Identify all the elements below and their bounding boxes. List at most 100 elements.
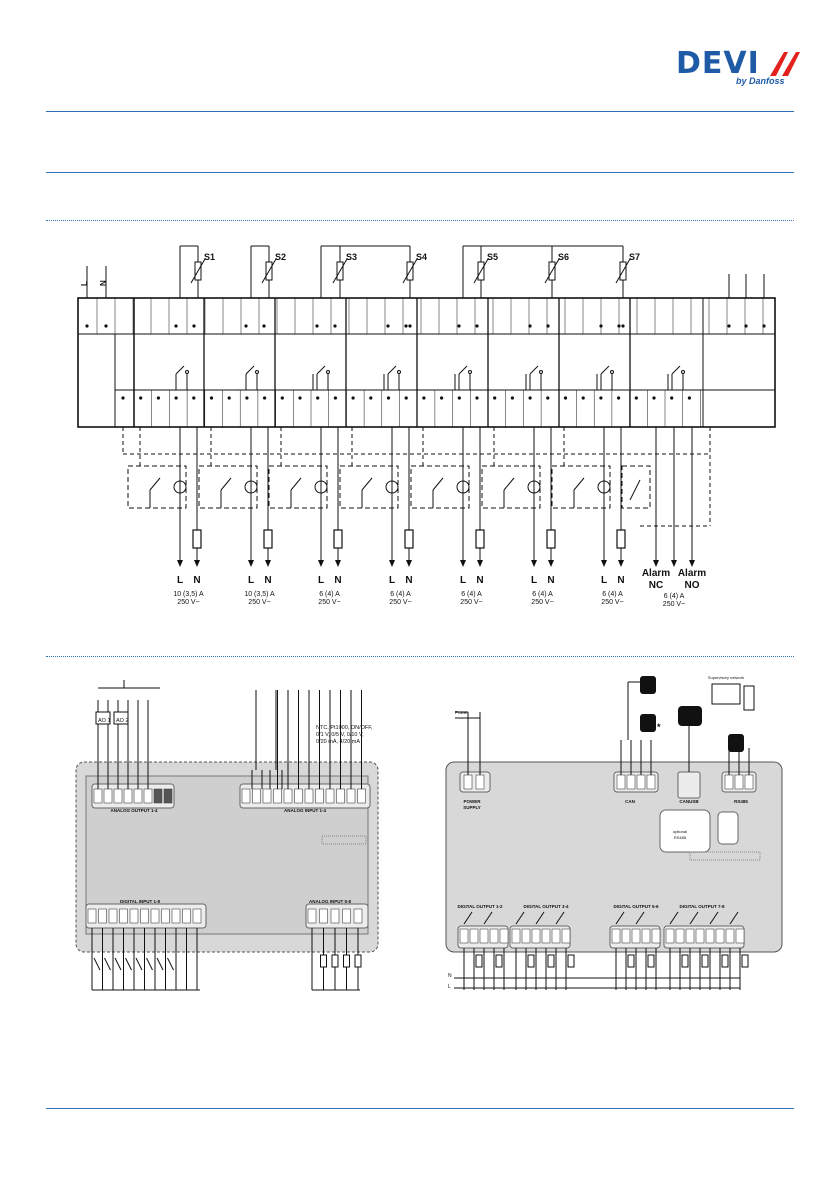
section-rule-2 xyxy=(46,656,794,657)
external-relay-4 xyxy=(339,465,399,509)
rs485-optional-label: RS485 xyxy=(674,835,687,840)
alarm-nc-line1: Alarm xyxy=(642,568,670,579)
out-l-7: L xyxy=(601,575,607,586)
out-voltage-1: 250 V~ xyxy=(177,599,199,606)
out-rating-2: 10 (3,5) A xyxy=(244,591,275,598)
controller-box xyxy=(77,297,776,428)
alarm-rating: 6 (4) A xyxy=(664,593,685,600)
bus-n-label: N xyxy=(448,973,452,979)
out-n-4: N xyxy=(405,575,412,586)
power-supply-label-2: SUPPLY xyxy=(463,805,481,810)
sensor-label-2: S2 xyxy=(275,252,286,262)
out-l-5: L xyxy=(460,575,466,586)
power-n-label: N xyxy=(99,280,108,286)
rs485-label: RS485 xyxy=(734,799,748,804)
ai-note-2: 0/1 V, 0/5 V, 0/10 V, xyxy=(316,732,364,738)
alarm-no-line1: Alarm xyxy=(678,568,706,579)
out-rating-4: 6 (4) A xyxy=(390,591,411,598)
sensor-label-3: S3 xyxy=(346,252,357,262)
bus-l-label: L xyxy=(448,984,451,990)
sensor-label-1: S1 xyxy=(204,252,215,262)
out-n-3: N xyxy=(334,575,341,586)
out-l-3: L xyxy=(318,575,324,586)
out-voltage-5: 250 V~ xyxy=(460,599,482,606)
out-voltage-3: 250 V~ xyxy=(318,599,340,606)
do-1-2-label: DIGITAL OUTPUT 1-2 xyxy=(457,904,503,909)
footer-rule xyxy=(46,1108,794,1109)
out-n-5: N xyxy=(476,575,483,586)
power-l-label: L xyxy=(80,281,89,286)
external-relay-5 xyxy=(410,465,470,509)
alarm-nc-line2: NC xyxy=(649,580,663,591)
out-l-2: L xyxy=(248,575,254,586)
canusb-port xyxy=(677,771,701,799)
brand-logo: DEVI by Danfoss xyxy=(676,44,804,90)
ao1-box xyxy=(95,711,111,725)
load-2 xyxy=(263,529,273,549)
ai-note-1: NTC, Pt1000, ON/OFF, xyxy=(316,725,373,731)
ao-terminal-block xyxy=(91,783,175,809)
out-l-4: L xyxy=(389,575,395,586)
out-n-1: N xyxy=(193,575,200,586)
out-l-6: L xyxy=(531,575,537,586)
load-3 xyxy=(333,529,343,549)
optional-label: optional xyxy=(673,829,687,834)
alarm-no-line2: NO xyxy=(685,580,700,591)
out-voltage-4: 250 V~ xyxy=(389,599,411,606)
analog-input-2-label: ANALOG INPUT 5-8 xyxy=(309,899,352,904)
top-wiring-diagram xyxy=(77,297,776,428)
ao2-label: AO 2 xyxy=(116,718,129,724)
io-right-diagram xyxy=(445,676,783,990)
out-voltage-7: 250 V~ xyxy=(601,599,623,606)
analog-output-label: ANALOG OUTPUT 1-4 xyxy=(110,808,157,813)
sensor-label-4: S4 xyxy=(416,252,427,262)
power-supply-label-1: POWER xyxy=(463,799,481,804)
out-rating-6: 6 (4) A xyxy=(532,591,553,598)
ao2-box xyxy=(113,711,129,725)
optional-rs485-card xyxy=(659,809,711,853)
external-relay-1 xyxy=(127,465,187,509)
out-voltage-2: 250 V~ xyxy=(248,599,270,606)
brand-mark-icon xyxy=(770,52,800,76)
handheld-icon xyxy=(678,706,702,726)
display-icon-3 xyxy=(728,734,744,752)
alarm-relay xyxy=(621,465,651,509)
io-left-diagram xyxy=(75,680,379,991)
load-4 xyxy=(404,529,414,549)
out-rating-5: 6 (4) A xyxy=(461,591,482,598)
alarm-voltage: 250 V~ xyxy=(663,601,685,608)
section-rule-1 xyxy=(46,220,794,221)
header-rule-bottom xyxy=(46,172,794,173)
out-n-6: N xyxy=(547,575,554,586)
do-5-6-label: DIGITAL OUTPUT 5-6 xyxy=(613,904,659,909)
analog-input-1-label: ANALOG INPUT 1-4 xyxy=(284,808,327,813)
realtime-clock xyxy=(717,811,739,845)
canusb-label: CANUSB xyxy=(679,799,699,804)
out-rating-7: 6 (4) A xyxy=(602,591,623,598)
out-voltage-6: 250 V~ xyxy=(531,599,553,606)
do-7-8-label: DIGITAL OUTPUT 7-8 xyxy=(679,904,725,909)
brand-name: DEVI xyxy=(676,46,760,81)
display-icon-2 xyxy=(640,714,656,732)
ao1-label: AO 1 xyxy=(98,718,111,724)
load-6 xyxy=(546,529,556,549)
do-3-4-label: DIGITAL OUTPUT 3-4 xyxy=(523,904,569,909)
display-icon-1 xyxy=(640,676,656,694)
out-l-1: L xyxy=(177,575,183,586)
out-n-2: N xyxy=(264,575,271,586)
star-mark: * xyxy=(657,722,661,732)
power-label: Power xyxy=(455,710,468,715)
sensor-label-7: S7 xyxy=(629,252,640,262)
out-rating-3: 6 (4) A xyxy=(319,591,340,598)
out-rating-1: 10 (3,5) A xyxy=(173,591,204,598)
ai-note-3: 0/20 mA, 4/20 mA xyxy=(316,739,360,745)
digital-input-label: DIGITAL INPUT 1-8 xyxy=(120,899,161,904)
load-7 xyxy=(616,529,626,549)
computer-icon xyxy=(711,683,741,705)
can-label: CAN xyxy=(625,799,635,804)
sensor-label-5: S5 xyxy=(487,252,498,262)
brand-sub: by Danfoss xyxy=(736,76,785,86)
out-n-7: N xyxy=(617,575,624,586)
external-relay-2 xyxy=(198,465,258,509)
